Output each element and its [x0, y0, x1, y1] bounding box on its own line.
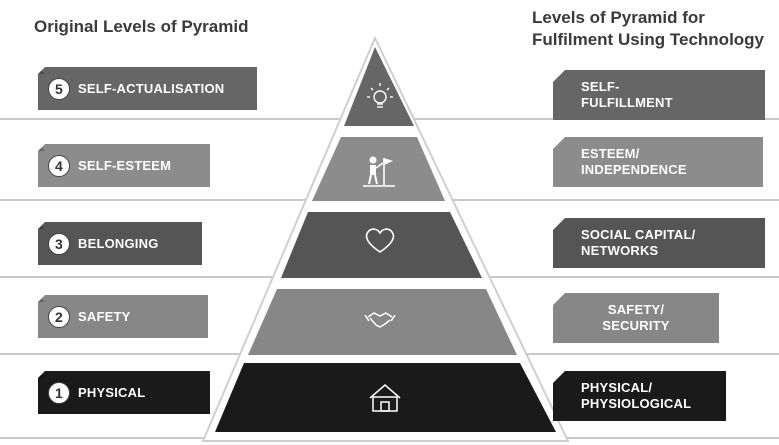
lightbulb-icon — [367, 83, 393, 108]
person-flag-icon — [363, 156, 395, 187]
heart-icon — [365, 228, 395, 253]
technology-level-label: SELF- FULFILLMENT — [581, 79, 673, 111]
technology-level-label-line1: ESTEEM/ — [581, 146, 640, 161]
original-level-label: SAFETY — [78, 309, 131, 324]
original-level-4: 4 SELF-ESTEEM — [38, 144, 210, 187]
level-number-badge: 4 — [48, 154, 70, 177]
technology-level-label: SAFETY/ SECURITY — [602, 302, 669, 334]
pyramid-tier-3 — [281, 212, 482, 278]
technology-level-label: ESTEEM/ INDEPENDENCE — [581, 146, 687, 178]
original-levels-heading: Original Levels of Pyramid — [34, 17, 249, 36]
technology-levels-heading: Levels of Pyramid for Fulfilment Using T… — [532, 7, 764, 51]
original-level-label: SELF-ESTEEM — [78, 158, 172, 173]
level-number-badge: 2 — [48, 305, 70, 328]
handshake-icon — [364, 312, 396, 328]
technology-level-5: SELF- FULFILLMENT — [553, 70, 765, 120]
technology-level-label-line2: SECURITY — [602, 318, 670, 333]
original-level-1: 1 PHYSICAL — [38, 371, 210, 414]
technology-level-2: SAFETY/ SECURITY — [553, 293, 719, 343]
technology-level-label: PHYSICAL/ PHYSIOLOGICAL — [581, 380, 691, 412]
house-icon — [369, 384, 401, 412]
original-level-2: 2 SAFETY — [38, 295, 208, 338]
original-level-5: 5 SELF-ACTUALISATION — [38, 67, 257, 110]
original-level-label: PHYSICAL — [78, 385, 146, 400]
technology-level-label-line2: INDEPENDENCE — [581, 162, 687, 177]
pyramid-tier-5 — [344, 47, 414, 126]
technology-level-label-line2: NETWORKS — [581, 243, 659, 258]
technology-level-label-line2: PHYSIOLOGICAL — [581, 396, 692, 411]
technology-level-label-line1: SELF- — [581, 79, 620, 94]
pyramid-tier-2 — [248, 289, 517, 355]
technology-level-label-line1: SOCIAL CAPITAL/ — [581, 227, 696, 242]
technology-levels-heading-line2: Fulfilment Using Technology — [532, 30, 765, 49]
level-number-badge: 1 — [48, 381, 70, 404]
original-level-3: 3 BELONGING — [38, 222, 202, 265]
level-number-badge: 3 — [48, 232, 70, 255]
pyramid-tier-4 — [312, 137, 445, 201]
technology-level-1: PHYSICAL/ PHYSIOLOGICAL — [553, 371, 726, 421]
original-level-label: BELONGING — [78, 236, 159, 251]
technology-level-4: ESTEEM/ INDEPENDENCE — [553, 137, 763, 187]
technology-level-label-line2: FULFILLMENT — [581, 95, 673, 110]
technology-level-label-line1: PHYSICAL/ — [581, 380, 653, 395]
technology-level-label-line1: SAFETY/ — [607, 302, 665, 317]
technology-level-3: SOCIAL CAPITAL/ NETWORKS — [553, 218, 765, 268]
technology-levels-heading-line1: Levels of Pyramid for — [532, 8, 705, 27]
technology-level-label: SOCIAL CAPITAL/ NETWORKS — [581, 227, 695, 259]
original-level-label: SELF-ACTUALISATION — [78, 81, 225, 96]
level-number-badge: 5 — [48, 77, 70, 100]
